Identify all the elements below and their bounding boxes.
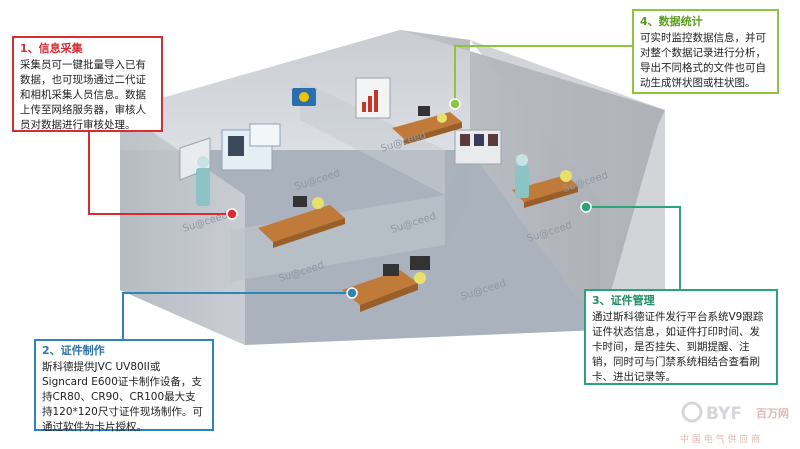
callout-title: 4、数据统计 — [640, 15, 703, 28]
connector-stats-dot — [449, 98, 461, 110]
partition-wall-3 — [300, 80, 445, 195]
photo-wall-photo — [474, 134, 484, 146]
callout-body: 斯科德提供JVC UV80II或Signcard E600证卡制作设备，支持CR… — [42, 361, 203, 433]
byf-logo-mark: BYF — [706, 404, 742, 424]
callout-cert-making: 2、证件制作 斯科德提供JVC UV80II或Signcard E600证卡制作… — [34, 339, 214, 433]
id-photo — [228, 136, 244, 156]
chart-poster-bar — [362, 102, 366, 112]
chart-poster — [355, 77, 391, 119]
callout-title: 1、信息采集 — [20, 42, 83, 55]
photo-wall-photo — [488, 134, 498, 146]
photo-wall-photo — [460, 134, 470, 146]
callout-info-collection: 1、信息采集 采集员可一键批量导入已有数据，也可现场通过二代证和相机采集人员信息… — [12, 36, 163, 132]
person-standing — [196, 156, 210, 206]
connector-info-dot — [226, 208, 238, 220]
chart-poster-bar — [368, 96, 372, 112]
desk-cert-making — [342, 256, 430, 312]
byf-logo-tagline: 中 国 电 气 供 应 商 — [680, 433, 760, 445]
callout-cert-management: 3、证件管理 通过斯科德证件发行平台系统V9跟踪证件状态信息，如证件打印时间、发… — [584, 289, 778, 385]
connector-cert-mgmt — [586, 206, 681, 289]
partition-wall-1 — [230, 195, 445, 282]
partition-wall-2 — [445, 150, 470, 245]
desk-statistics — [392, 106, 462, 145]
byf-logo-cn: 百万网 — [756, 407, 789, 420]
right-wall-face — [470, 40, 665, 330]
desk-info-collection — [258, 196, 345, 248]
connector-cert-make — [122, 292, 352, 339]
byf-logo-icon — [681, 401, 703, 423]
callout-body: 通过斯科德证件发行平台系统V9跟踪证件状态信息，如证件打印时间、发卡时间，是否挂… — [592, 311, 764, 383]
id-card-display — [249, 123, 281, 147]
left-wall — [120, 110, 245, 345]
byf-logo: BYF 百万网 中 国 电 气 供 应 商 — [680, 401, 789, 445]
connector-stats — [454, 45, 632, 104]
callout-body: 可实时监控数据信息，并可对整个数据记录进行分析，导出不同格式的文件也可自动生成饼… — [640, 32, 766, 89]
callout-statistics: 4、数据统计 可实时监控数据信息，并可对整个数据记录进行分析，导出不同格式的文件… — [632, 9, 779, 94]
callout-title: 3、证件管理 — [592, 294, 655, 307]
callout-body: 采集员可一键批量导入已有数据，也可现场通过二代证和相机采集人员信息。数据上传至网… — [20, 59, 146, 131]
chart-poster-bar — [374, 90, 378, 112]
callout-title: 2、证件制作 — [42, 344, 105, 357]
connector-info — [88, 132, 232, 215]
person-standing-right — [515, 154, 529, 198]
connector-cert-mgmt-dot — [580, 201, 592, 213]
wall-logo-mark — [299, 92, 309, 102]
connector-cert-make-dot — [346, 287, 358, 299]
